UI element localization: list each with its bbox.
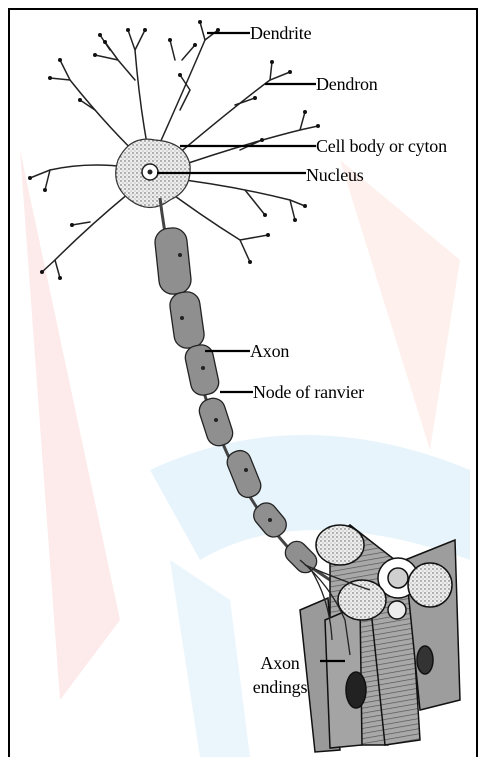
label-axon-endings: Axon endings <box>248 651 312 699</box>
label-axon-endings-line2: endings <box>253 677 308 697</box>
watermark-blue-bar <box>170 560 250 757</box>
watermark-blue-arc <box>150 435 470 560</box>
label-dendron: Dendron <box>316 74 378 94</box>
label-axon: Axon <box>250 341 289 361</box>
watermark-orange-shape <box>340 160 460 450</box>
watermark-red-shape <box>20 150 120 700</box>
label-node-of-ranvier: Node of ranvier <box>253 382 364 402</box>
label-nucleus: Nucleus <box>306 165 364 185</box>
muscle-bundle <box>300 525 460 752</box>
label-dendrite: Dendrite <box>250 23 311 43</box>
label-axon-endings-line1: Axon <box>260 653 299 673</box>
label-cell-body: Cell body or cyton <box>316 136 447 156</box>
